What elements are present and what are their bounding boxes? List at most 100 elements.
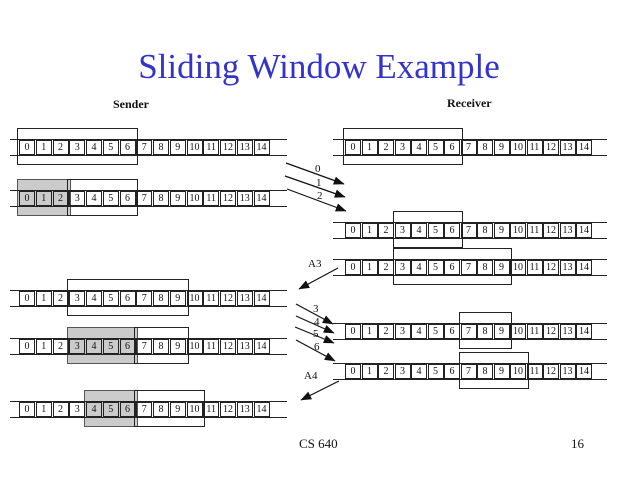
sequence-cell: 4 bbox=[411, 140, 427, 155]
sequence-cell: 2 bbox=[52, 191, 69, 206]
sequence-cell: 5 bbox=[102, 191, 119, 206]
sequence-cell: 12 bbox=[220, 339, 236, 354]
sequence-cell: 11 bbox=[526, 140, 543, 155]
sequence-cell: 8 bbox=[477, 140, 493, 155]
sequence-cell: 1 bbox=[35, 291, 52, 306]
window-outline bbox=[134, 327, 189, 364]
sequence-cell: 11 bbox=[203, 402, 220, 417]
slide-title: Sliding Window Example bbox=[138, 47, 500, 86]
sequence-cell: 8 bbox=[153, 291, 169, 306]
sequence-cell: 1 bbox=[361, 364, 378, 379]
sequence-cell: 9 bbox=[493, 364, 510, 379]
sequence-cell: 9 bbox=[493, 140, 510, 155]
window-outline bbox=[458, 352, 529, 389]
sequence-cell: 0 bbox=[19, 291, 35, 306]
sequence-cell: 14 bbox=[253, 191, 270, 206]
sequence-cell: 6 bbox=[119, 402, 136, 417]
window-outline bbox=[392, 211, 463, 248]
sequence-cell: 0 bbox=[345, 140, 361, 155]
sequence-cell: 9 bbox=[493, 223, 510, 238]
sequence-cell: 4 bbox=[86, 402, 102, 417]
sequence-cell: 5 bbox=[427, 364, 444, 379]
sequence-cell: 11 bbox=[526, 223, 543, 238]
sequence-cell: 1 bbox=[35, 191, 52, 206]
window-outline bbox=[343, 128, 463, 165]
sequence-cell: 9 bbox=[169, 140, 186, 155]
sequence-cell: 14 bbox=[253, 402, 270, 417]
receiver-label: Receiver bbox=[447, 96, 492, 110]
sequence-cell: 3 bbox=[69, 191, 86, 206]
window-outline bbox=[392, 248, 512, 285]
sequence-cell: 13 bbox=[236, 339, 253, 354]
sequence-cell: 8 bbox=[153, 191, 169, 206]
sequence-cell: 3 bbox=[394, 260, 411, 275]
sequence-cell: 7 bbox=[136, 140, 153, 155]
sequence-cell: 13 bbox=[236, 191, 253, 206]
sequence-cell: 11 bbox=[203, 191, 220, 206]
sequence-cell: 0 bbox=[19, 191, 35, 206]
ack-label-A4: A4 bbox=[304, 370, 318, 382]
sequence-cell: 12 bbox=[543, 324, 559, 339]
sequence-cell: 6 bbox=[444, 324, 460, 339]
sequence-cell: 6 bbox=[444, 364, 460, 379]
sequence-cell: 0 bbox=[345, 223, 361, 238]
sequence-cell: 13 bbox=[236, 140, 253, 155]
packet-label-1: 1 bbox=[316, 177, 322, 189]
sequence-cell: 8 bbox=[477, 364, 493, 379]
sequence-cell: 0 bbox=[19, 339, 35, 354]
sequence-cell: 9 bbox=[169, 191, 186, 206]
footer-course: CS 640 bbox=[299, 436, 338, 451]
sequence-cell: 7 bbox=[460, 324, 477, 339]
sequence-cell: 12 bbox=[543, 140, 559, 155]
sequence-cell: 6 bbox=[444, 223, 460, 238]
sequence-cell: 3 bbox=[394, 140, 411, 155]
sequence-cell: 6 bbox=[444, 260, 460, 275]
sequence-cell: 13 bbox=[559, 260, 576, 275]
sequence-cell: 3 bbox=[394, 324, 411, 339]
sequence-cell: 5 bbox=[102, 402, 119, 417]
sequence-cell: 1 bbox=[35, 402, 52, 417]
sequence-cell: 13 bbox=[559, 140, 576, 155]
sequence-cell: 10 bbox=[186, 291, 203, 306]
ack-label-A3: A3 bbox=[308, 258, 322, 270]
sequence-cell: 0 bbox=[19, 140, 35, 155]
sequence-cell: 14 bbox=[576, 260, 592, 275]
window-outline bbox=[67, 279, 189, 316]
sequence-cell: 4 bbox=[411, 260, 427, 275]
sequence-cell: 11 bbox=[526, 260, 543, 275]
sequence-cell: 12 bbox=[220, 402, 236, 417]
sequence-cell: 14 bbox=[576, 140, 592, 155]
sequence-cell: 14 bbox=[253, 140, 270, 155]
window-shaded bbox=[17, 179, 72, 216]
sequence-cell: 8 bbox=[153, 339, 169, 354]
sequence-cell: 12 bbox=[220, 191, 236, 206]
sequence-cell: 7 bbox=[460, 223, 477, 238]
sequence-cell: 2 bbox=[378, 364, 394, 379]
sequence-cell: 11 bbox=[203, 140, 220, 155]
sequence-cell: 6 bbox=[119, 291, 136, 306]
sequence-cell: 11 bbox=[203, 339, 220, 354]
packet-label-6: 6 bbox=[314, 341, 320, 353]
sequence-cell: 3 bbox=[394, 364, 411, 379]
window-outline bbox=[17, 128, 139, 165]
sequence-cell: 2 bbox=[52, 402, 69, 417]
sequence-cell: 14 bbox=[253, 339, 270, 354]
sequence-cell: 4 bbox=[86, 339, 102, 354]
sequence-cell: 12 bbox=[220, 140, 236, 155]
sequence-cell: 6 bbox=[444, 140, 460, 155]
sequence-cell: 5 bbox=[427, 140, 444, 155]
sequence-cell: 7 bbox=[460, 260, 477, 275]
sender-label: Sender bbox=[113, 97, 149, 111]
sequence-cell: 3 bbox=[394, 223, 411, 238]
sequence-cell: 9 bbox=[169, 339, 186, 354]
sequence-cell: 2 bbox=[378, 223, 394, 238]
sequence-cell: 6 bbox=[119, 339, 136, 354]
sequence-cell: 7 bbox=[136, 291, 153, 306]
sequence-cell: 9 bbox=[493, 324, 510, 339]
sequence-cell: 10 bbox=[510, 260, 526, 275]
sequence-cell: 1 bbox=[361, 140, 378, 155]
